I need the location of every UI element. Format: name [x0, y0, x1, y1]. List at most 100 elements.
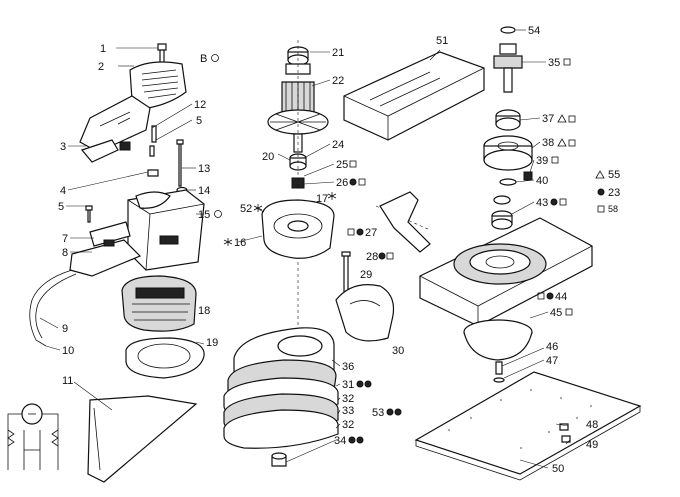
circle-mark: [214, 210, 222, 218]
callout-38: 38: [542, 137, 554, 149]
callout-5a: 5: [196, 115, 202, 127]
dot-mark: [597, 188, 605, 196]
callout-13: 13: [198, 163, 210, 175]
callout-15: 15: [198, 209, 210, 221]
callout-26-group: 26: [336, 177, 366, 189]
square-mark: [568, 139, 576, 147]
callout-37-group: 37: [542, 113, 576, 125]
callout-46: 46: [546, 341, 558, 353]
callout-43: 43: [536, 197, 548, 209]
square-mark: [349, 160, 357, 168]
base-group: [343, 26, 642, 481]
legend-triangle-label: 55: [608, 169, 620, 181]
callout-53: 53: [372, 407, 384, 419]
callout-17: 17: [316, 193, 328, 205]
callout-21: 21: [332, 47, 344, 59]
dot-mark: [394, 408, 402, 416]
square-mark: [559, 198, 567, 206]
dot-mark: [349, 178, 357, 186]
dot-mark: [356, 436, 364, 444]
callout-16: 16: [234, 237, 246, 249]
callout-2: 2: [98, 61, 104, 73]
callout-27-group: 27: [347, 227, 377, 239]
callout-45-group: 45: [550, 307, 573, 319]
dot-mark: [546, 292, 554, 300]
legend-b: B: [200, 53, 219, 65]
legend-dot: 23: [597, 187, 620, 199]
triangle-mark: [557, 114, 567, 123]
square-mark: [386, 252, 394, 260]
callout-5b: 5: [58, 201, 64, 213]
callout-36: 36: [342, 361, 354, 373]
callout-20: 20: [262, 151, 274, 163]
callout-7: 7: [62, 233, 68, 245]
legend-triangle: 55: [595, 169, 620, 181]
callout-35: 35: [548, 57, 560, 69]
callout-28: 28: [366, 251, 378, 263]
callout-44: 44: [555, 291, 567, 303]
triangle-mark: [557, 138, 567, 147]
armature-group: [223, 40, 431, 467]
triangle-mark: [595, 170, 605, 179]
legend-b-label: B: [200, 53, 207, 65]
leader-lines: [39, 29, 571, 469]
square-mark: [568, 115, 576, 123]
callout-18: 18: [198, 305, 210, 317]
callout-8: 8: [62, 247, 68, 259]
callout-17-group: 17: [316, 192, 337, 205]
callout-1: 1: [100, 43, 106, 55]
callout-15-group: 15: [198, 209, 222, 221]
callout-52-group: 52: [240, 203, 263, 215]
callout-35-group: 35: [548, 57, 571, 69]
square-mark: [565, 308, 573, 316]
callout-33: 33: [342, 405, 354, 417]
callout-50: 50: [552, 463, 564, 475]
callout-3: 3: [60, 141, 66, 153]
callout-28-group: 28: [366, 251, 394, 263]
callout-labels: 1 2 3 4 5 5 7 8 9 10 11 12 13 14 15 18 1…: [58, 25, 598, 475]
legend-dot-label: 23: [608, 187, 620, 199]
dot-mark: [348, 436, 356, 444]
handle-group: [7, 43, 205, 483]
circle-mark: [211, 54, 219, 62]
callout-53-group: 53: [372, 407, 402, 419]
callout-38-group: 38: [542, 137, 576, 149]
callout-29: 29: [360, 269, 372, 281]
callout-52: 52: [240, 203, 252, 215]
dot-mark: [364, 380, 372, 388]
callout-34: 34: [334, 435, 346, 447]
callout-26: 26: [336, 177, 348, 189]
asterisk-mark: [223, 238, 233, 246]
callout-12: 12: [194, 99, 206, 111]
callout-32b: 32: [342, 419, 354, 431]
dot-mark: [550, 198, 558, 206]
asterisk-mark: [253, 204, 263, 212]
dot-mark: [356, 380, 364, 388]
callout-37: 37: [542, 113, 554, 125]
callout-10: 10: [62, 345, 74, 357]
callout-31: 31: [342, 379, 354, 391]
legend: B 55 23 58: [200, 53, 620, 214]
callout-54: 54: [528, 25, 540, 37]
callout-39: 39: [536, 155, 548, 167]
square-mark: [537, 292, 545, 300]
callout-24: 24: [332, 139, 344, 151]
wiring-schematic: [7, 403, 59, 470]
callout-19: 19: [206, 337, 218, 349]
legend-square-label: 58: [608, 204, 618, 214]
square-mark: [347, 228, 355, 236]
callout-40: 40: [536, 175, 548, 187]
square-mark: [563, 58, 571, 66]
callout-16-group: 16: [223, 237, 246, 249]
dot-mark: [356, 228, 364, 236]
callout-43-group: 43: [536, 197, 567, 209]
callout-45: 45: [550, 307, 562, 319]
legend-square: 58: [597, 204, 618, 214]
square-mark: [597, 205, 605, 213]
callout-32a: 32: [342, 393, 354, 405]
callout-44-group: 44: [537, 291, 567, 303]
callout-25-group: 25: [336, 159, 357, 171]
callout-14: 14: [198, 185, 210, 197]
dot-mark: [386, 408, 394, 416]
